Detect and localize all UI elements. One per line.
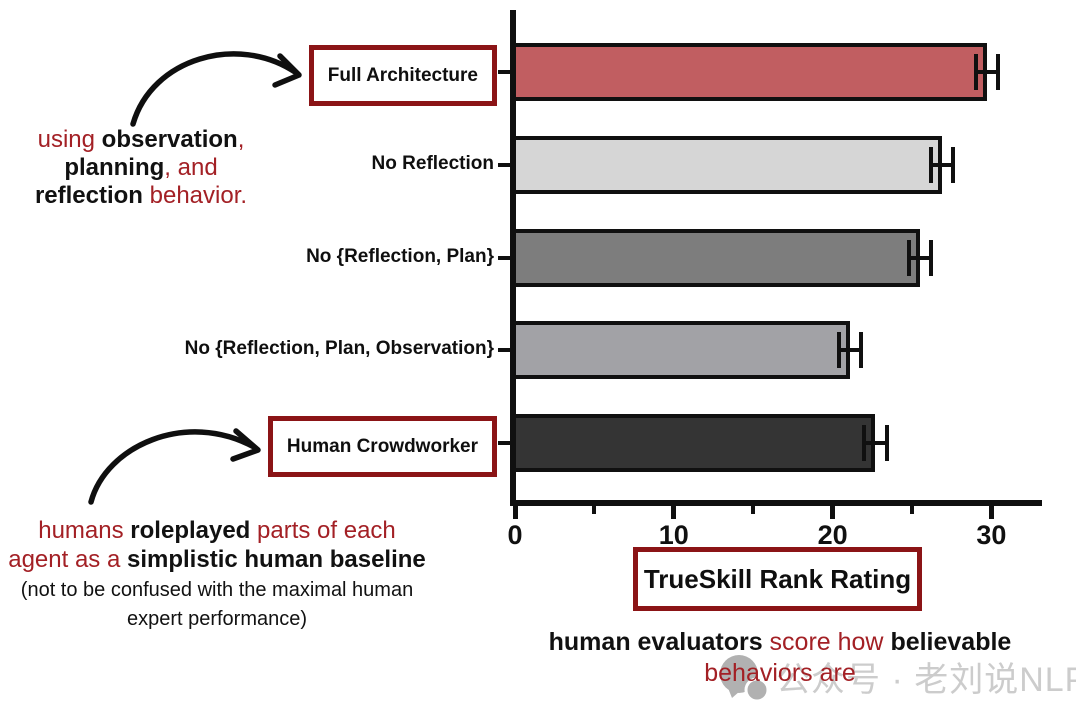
annotation-line: reflection behavior.: [34, 182, 248, 209]
caption: human evaluators score how believable beh…: [530, 627, 1030, 689]
arrow-top-head-icon: [272, 53, 302, 88]
error-bar-cap: [951, 147, 956, 183]
error-bar-cap: [995, 54, 1000, 90]
x-tick-label: 0: [507, 520, 523, 550]
category-label: No {Reflection, Plan, Observation}: [184, 338, 494, 359]
error-bar-line: [838, 348, 862, 352]
error-bar-cap: [836, 332, 841, 368]
x-axis: [510, 500, 1042, 506]
y-tick: [498, 163, 512, 167]
y-tick: [498, 70, 512, 74]
error-bar-cap: [884, 425, 889, 461]
bar-2: [512, 136, 943, 194]
chat-bubble-icon: [720, 655, 770, 703]
error-bar-line: [864, 441, 887, 445]
arrow-bottom-head-icon: [230, 428, 261, 462]
error-bar-cap: [862, 425, 867, 461]
annotation-line: planning, and: [64, 154, 218, 181]
watermark: 公众号 · 老刘说NLP: [718, 648, 1076, 704]
x-minor-tick: [751, 505, 756, 514]
x-major-tick: [671, 505, 677, 519]
bar-1: [512, 43, 987, 101]
error-bar-cap: [859, 332, 864, 368]
arrow-bottom-icon: [88, 429, 257, 505]
bar-5: [512, 414, 876, 472]
x-tick-label: 10: [658, 520, 689, 550]
error-bar-cap: [929, 240, 934, 276]
annotation-line: (not to be confused with the maximal hum…: [20, 579, 414, 601]
x-tick-label: 20: [817, 520, 848, 550]
error-bar-line: [908, 256, 932, 260]
error-bar-cap: [929, 147, 934, 183]
y-tick: [498, 256, 512, 260]
x-minor-tick: [592, 505, 597, 514]
annotation-line: behaviors are: [704, 659, 856, 687]
x-tick-label: 30: [976, 520, 1007, 550]
y-tick: [498, 441, 512, 445]
category-label: No Reflection: [371, 153, 494, 174]
arrow-top-icon: [130, 51, 298, 127]
x-minor-tick: [910, 505, 914, 514]
x-major-tick: [988, 505, 994, 519]
annotation-line: agent as a simplistic human baseline: [8, 546, 426, 573]
watermark-text: 公众号 · 老刘说NLP: [776, 660, 1076, 699]
bar-4: [512, 321, 851, 379]
annotation-line: humans roleplayed parts of each: [38, 517, 396, 544]
y-tick: [498, 348, 512, 352]
annotation-line: expert performance): [126, 608, 308, 630]
category-label-box: Full Architecture: [308, 45, 497, 106]
error-bar-cap: [973, 54, 978, 90]
annotation-line: using observation,: [37, 126, 245, 153]
x-axis-label-box: TrueSkill Rank Rating: [633, 547, 922, 611]
error-bar-cap: [906, 240, 911, 276]
x-axis-label: TrueSkill Rank Rating: [643, 563, 912, 594]
error-bar-line: [975, 70, 998, 74]
category-label-box: Human Crowdworker: [267, 416, 497, 477]
annotation-line: human evaluators score how believable: [548, 628, 1012, 656]
x-major-tick: [830, 505, 836, 519]
bar-3: [512, 229, 920, 287]
x-major-tick: [512, 505, 518, 519]
category-label: No {Reflection, Plan}: [306, 246, 494, 267]
error-bar-line: [931, 163, 954, 167]
